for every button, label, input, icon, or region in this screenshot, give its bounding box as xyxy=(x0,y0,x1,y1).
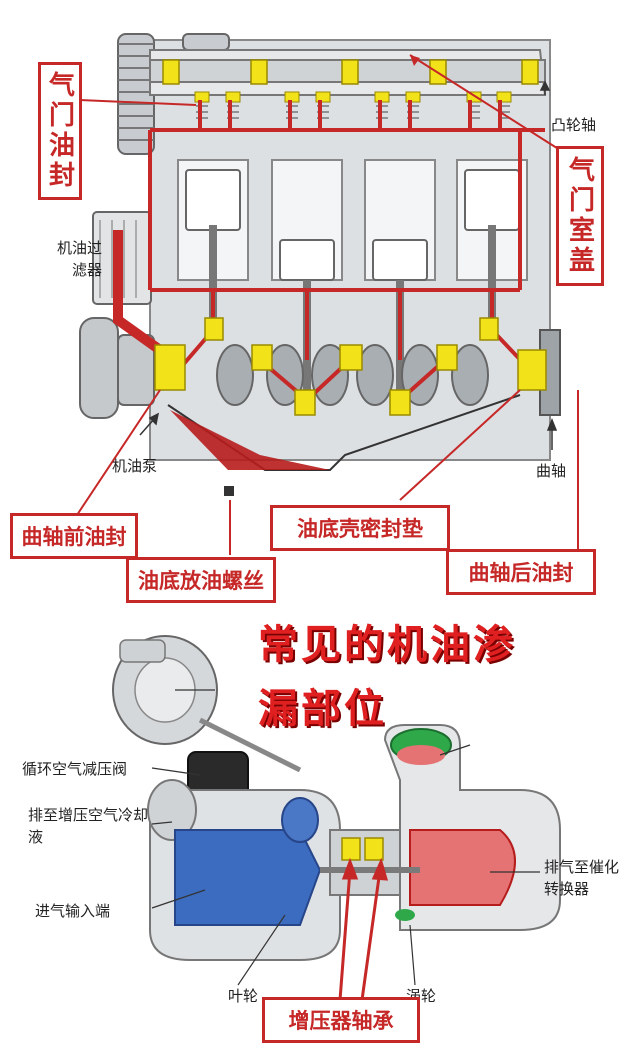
oil-pump-label: 机油泵 xyxy=(112,457,158,475)
engine-illustration xyxy=(74,33,579,555)
crankshaft-label: 曲轴 xyxy=(536,462,567,480)
exhaust-out-label: 排气至催化转换器 xyxy=(544,858,620,898)
bearing-label: 增压器轴承 xyxy=(262,997,420,1043)
headline-line2: 漏部位 xyxy=(258,686,387,732)
headline-line1: 常见的机油渗 xyxy=(258,622,516,668)
oil-filter-label: 机油过滤器 xyxy=(56,239,102,279)
camshaft-label: 凸轮轴 xyxy=(551,116,597,134)
turbo-illustration xyxy=(112,635,561,1001)
impeller-label: 叶轮 xyxy=(228,987,259,1005)
pan-gasket-label: 油底壳密封垫 xyxy=(270,505,450,551)
bypass-valve-label: 循环空气减压阀 xyxy=(22,760,128,778)
intake-label: 进气输入端 xyxy=(35,902,111,920)
drain-plug-label: 油底放油螺丝 xyxy=(126,557,276,603)
valve-cover-label: 气门室盖 xyxy=(556,146,604,286)
front-seal-label: 曲轴前油封 xyxy=(10,513,138,559)
valve-seal-label: 气门油封 xyxy=(38,62,82,200)
rear-seal-label: 曲轴后油封 xyxy=(446,549,596,595)
to-intercooler-label: 排至增压空气冷却液 xyxy=(28,806,149,846)
